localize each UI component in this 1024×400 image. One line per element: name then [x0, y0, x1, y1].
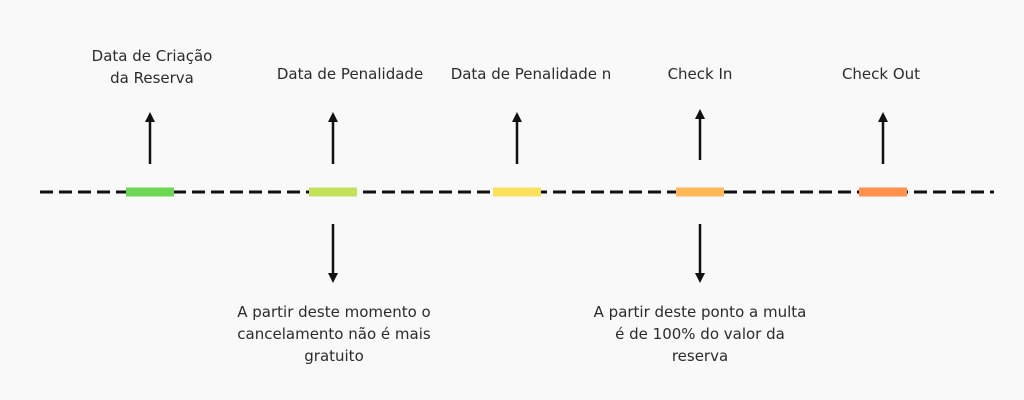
arrow-down-icon: [328, 224, 338, 283]
arrow-head: [695, 273, 705, 283]
arrow-down-icon: [695, 224, 705, 283]
milestone-label-line: Check In: [667, 65, 733, 83]
milestone-label-line: da Reserva: [110, 69, 194, 87]
milestone-label-line: Data de Penalidade n: [450, 65, 612, 83]
milestone-label-check-out: Check Out: [820, 63, 942, 85]
note-line: A partir deste momento o: [237, 303, 431, 321]
arrow-up-icon: [328, 112, 338, 164]
milestone-label-line: Data de Criação: [91, 47, 213, 65]
note-free-cancellation-ends: A partir deste momento o cancelamento nã…: [206, 301, 462, 367]
arrow-head: [145, 112, 155, 122]
milestone-label-reservation-created: Data de Criação da Reserva: [72, 45, 232, 89]
arrow-head: [878, 112, 888, 122]
milestone-marker: [309, 187, 357, 197]
milestone-label-penalty-date-n: Data de Penalidade n: [436, 63, 626, 85]
arrow-up-icon: [878, 112, 888, 164]
arrow-head: [328, 112, 338, 122]
milestone-label-penalty-date: Data de Penalidade: [262, 63, 438, 85]
milestone-label-line: Data de Penalidade: [276, 65, 424, 83]
note-line: cancelamento não é mais: [237, 325, 431, 343]
arrow-up-icon: [695, 109, 705, 160]
milestone-marker: [126, 187, 174, 197]
arrow-head: [512, 112, 522, 122]
milestone-marker: [859, 187, 907, 197]
arrow-head: [695, 109, 705, 119]
milestone-marker: [493, 187, 541, 197]
milestone-label-line: Check Out: [841, 65, 921, 83]
milestone-marker: [676, 187, 724, 197]
arrow-head: [328, 273, 338, 283]
timeline-arrows: [145, 109, 888, 283]
milestone-label-check-in: Check In: [640, 63, 760, 85]
note-line: gratuito: [304, 347, 364, 365]
arrow-up-icon: [512, 112, 522, 164]
note-line: é de 100% do valor da: [615, 325, 785, 343]
note-full-penalty: A partir deste ponto a multa é de 100% d…: [570, 301, 830, 367]
note-line: reserva: [671, 347, 729, 365]
arrow-up-icon: [145, 112, 155, 164]
timeline-markers: [126, 187, 907, 197]
note-line: A partir deste ponto a multa: [593, 303, 807, 321]
